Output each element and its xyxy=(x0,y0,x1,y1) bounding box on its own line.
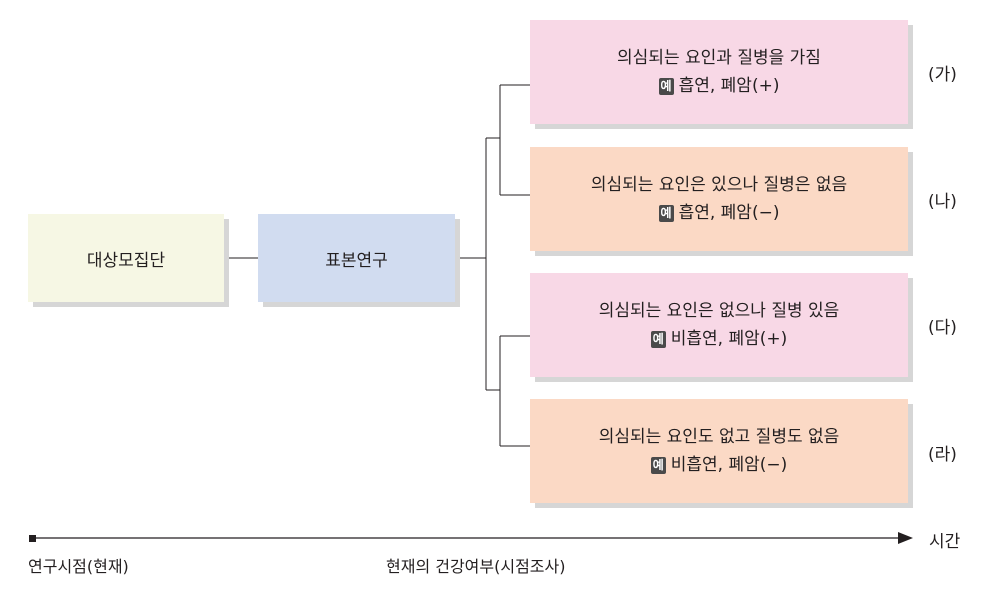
outcome-example: 흡연, 폐암(−) xyxy=(678,203,780,223)
timeline-start-marker xyxy=(29,535,36,542)
sample-study-box: 표본연구 xyxy=(258,214,455,302)
outcome-example-row: 예 비흡연, 폐암(+) xyxy=(650,325,788,353)
outcome-box-a: 의심되는 요인과 질병을 가짐 예 흡연, 폐암(+) xyxy=(530,20,908,124)
outcome-example-row: 예 흡연, 폐암(+) xyxy=(658,72,780,100)
outcome-example: 비흡연, 폐암(+) xyxy=(670,329,788,349)
outcome-tag-d: (라) xyxy=(928,445,957,465)
outcome-example-row: 예 흡연, 폐암(−) xyxy=(658,199,780,227)
outcome-example-row: 예 비흡연, 폐암(−) xyxy=(650,451,788,479)
outcome-tag-b: (나) xyxy=(928,192,957,212)
example-badge-icon: 예 xyxy=(658,204,674,222)
outcome-title: 의심되는 요인과 질병을 가짐 xyxy=(617,48,821,68)
outcome-title: 의심되는 요인은 있으나 질병은 없음 xyxy=(590,175,848,195)
example-badge-icon: 예 xyxy=(650,456,666,474)
outcome-title: 의심되는 요인도 없고 질병도 없음 xyxy=(598,427,840,447)
population-label: 대상모집단 xyxy=(86,250,166,271)
outcome-box-c: 의심되는 요인은 없으나 질병 있음 예 비흡연, 폐암(+) xyxy=(530,273,908,377)
example-badge-icon: 예 xyxy=(650,330,666,348)
outcome-tag-a: (가) xyxy=(928,65,957,85)
outcome-example: 비흡연, 폐암(−) xyxy=(670,455,788,475)
outcome-tag-c: (다) xyxy=(928,318,957,338)
outcome-box-d: 의심되는 요인도 없고 질병도 없음 예 비흡연, 폐암(−) xyxy=(530,399,908,503)
timeline-axis-label: 시간 xyxy=(929,532,961,552)
sample-study-label: 표본연구 xyxy=(325,250,388,271)
outcome-box-b: 의심되는 요인은 있으나 질병은 없음 예 흡연, 폐암(−) xyxy=(530,147,908,251)
outcome-example: 흡연, 폐암(+) xyxy=(678,76,780,96)
timeline-start-label: 연구시점(현재) xyxy=(28,557,129,576)
outcome-title: 의심되는 요인은 없으나 질병 있음 xyxy=(598,301,840,321)
population-box: 대상모집단 xyxy=(28,214,224,302)
example-badge-icon: 예 xyxy=(658,77,674,95)
timeline-arrowhead-icon xyxy=(898,532,913,544)
timeline-survey-label: 현재의 건강여부(시점조사) xyxy=(386,557,566,576)
